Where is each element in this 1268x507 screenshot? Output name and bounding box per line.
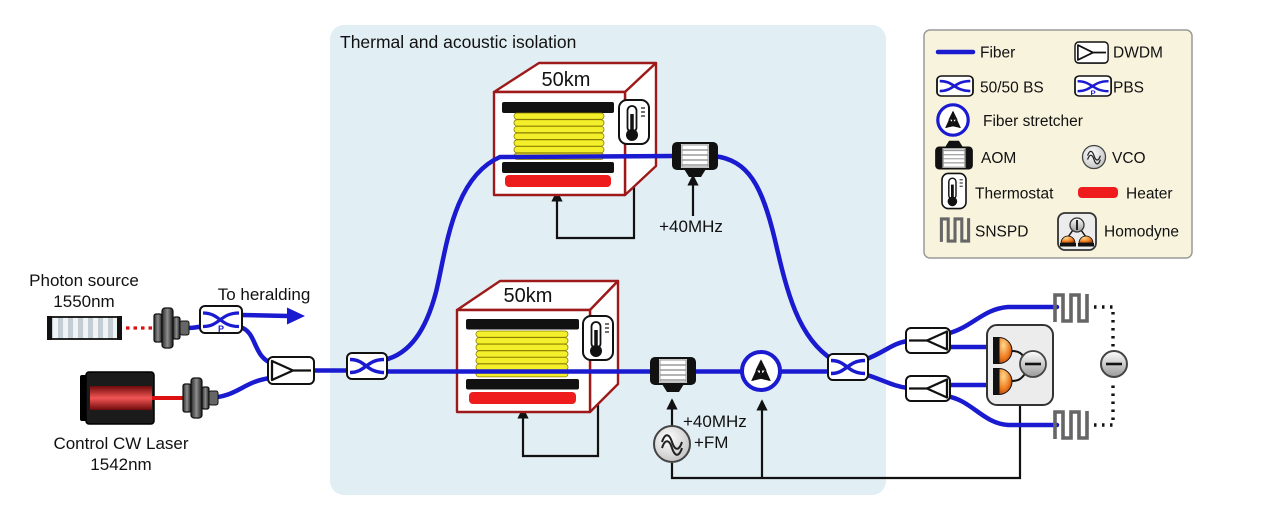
legend-thermostat-label: Thermostat [975, 186, 1054, 203]
control-laser [80, 371, 155, 425]
fiber-to-snspd-top [943, 304, 1060, 337]
legend-fiber-stretcher-icon [938, 105, 968, 135]
top-aom-shift-label: +40MHz [659, 217, 723, 236]
thermostat-bottom-feedback-line [517, 360, 600, 458]
pbs [198, 304, 244, 336]
bottom-fm-label: +FM [694, 433, 728, 452]
legend-bs-icon [935, 74, 975, 98]
legend-aom-label: AOM [981, 150, 1016, 167]
bottom-aom-shift-label: +40MHz [683, 412, 747, 431]
dwdm-top [904, 326, 952, 355]
laser-collimator [182, 377, 219, 419]
fiber-heralding [238, 312, 291, 319]
spool-top-coil [513, 112, 605, 160]
legend-heater-label: Heater [1126, 186, 1173, 203]
spool-bottom [455, 279, 620, 414]
heater-bottom [469, 392, 576, 404]
thermostat-top [617, 98, 651, 146]
control-laser-wavelength: 1542nm [90, 455, 151, 474]
photon-source-crystal [47, 316, 122, 340]
thermostat-bottom [581, 314, 615, 362]
homodyne-feedback-line [670, 404, 1022, 480]
vco [653, 425, 691, 463]
legend-vco-icon [1081, 144, 1107, 170]
legend-dwdm-label: DWDM [1113, 45, 1163, 62]
spool-top-length: 50km [542, 69, 591, 91]
snspd-bottom-dotted-line [1086, 380, 1115, 427]
isolation-title: Thermal and acoustic isolation [340, 32, 576, 52]
fiber-top-aom-to-bs2 [711, 153, 836, 363]
photon-source-label: Photon source [29, 271, 139, 290]
photon-collimator [153, 307, 190, 349]
control-laser-label: Control CW Laser [53, 434, 188, 453]
legend-homodyne-icon [1057, 212, 1097, 251]
legend-vco-label: VCO [1112, 150, 1146, 167]
legend-homodyne-label: Homodyne [1104, 224, 1179, 241]
heater-top [505, 175, 611, 187]
legend-stretcher-label: Fiber stretcher [983, 113, 1083, 130]
legend [923, 29, 1193, 259]
snspd-bottom [1053, 409, 1089, 441]
photon-source-wavelength: 1550nm [53, 292, 114, 311]
legend-dwdm-icon [1074, 41, 1110, 64]
snspd-top [1053, 292, 1089, 324]
legend-heater-icon [1078, 187, 1118, 198]
legend-fiber-label: Fiber [980, 45, 1015, 62]
fiber-to-snspd-bottom [943, 393, 1060, 428]
heralding-label: To heralding [218, 285, 311, 304]
dwdm-bottom [904, 374, 952, 403]
heralding-arrowhead [287, 307, 305, 325]
fiber-bs1-to-top-spool [381, 153, 679, 363]
difference-detector [1099, 349, 1129, 379]
spool-top [492, 61, 658, 197]
legend-bs-label: 50/50 BS [980, 80, 1044, 97]
fiber-stretcher [742, 352, 780, 390]
bs-input [345, 351, 389, 381]
dwdm-combiner [266, 355, 316, 386]
legend-pbs-label: PBS [1113, 80, 1144, 97]
spool-bottom-length: 50km [504, 285, 553, 307]
thermostat-top-feedback-line [551, 144, 636, 240]
homodyne-detector [985, 323, 1055, 407]
legend-snspd-label: SNSPD [975, 224, 1028, 241]
feedback-lines [517, 144, 1022, 480]
snspd-top-dotted-line [1086, 305, 1115, 348]
legend-pbs-icon [1073, 74, 1113, 99]
legend-thermostat-icon [940, 171, 968, 211]
bs-output [826, 352, 870, 382]
